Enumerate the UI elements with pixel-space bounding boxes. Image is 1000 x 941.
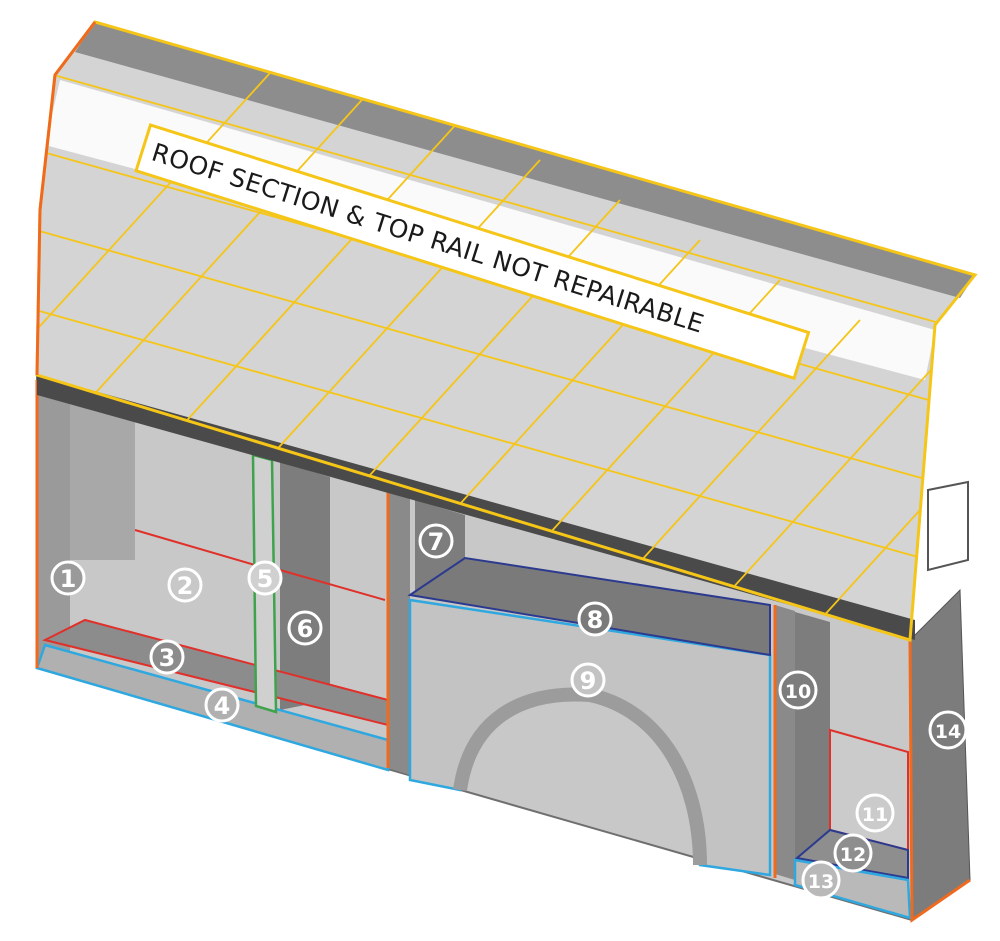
part-label-14: 14 <box>935 721 961 743</box>
part-label-6: 6 <box>297 615 314 643</box>
part-label-3: 3 <box>159 644 176 672</box>
part-marker-9: 9 <box>570 662 606 698</box>
pillar-left <box>37 380 70 668</box>
part-label-8: 8 <box>587 606 604 634</box>
part-marker-4: 4 <box>204 687 240 723</box>
part-label-7: 7 <box>428 528 445 556</box>
rear-window <box>927 480 969 572</box>
orange-outline-rear <box>908 639 971 923</box>
roof-orange-edge <box>35 21 97 376</box>
part-marker-5: 5 <box>247 560 283 596</box>
part-label-2: 2 <box>177 572 194 600</box>
part-marker-12: 12 <box>833 833 873 873</box>
part-label-1: 1 <box>60 565 77 593</box>
part-marker-13: 13 <box>801 860 841 900</box>
part-label-9: 9 <box>580 667 597 695</box>
channel-6 <box>280 462 330 710</box>
rear-corner-panel <box>909 588 971 921</box>
pillar-right <box>775 605 795 880</box>
part-label-13: 13 <box>808 871 834 893</box>
part-marker-2: 2 <box>167 567 203 603</box>
part-label-10: 10 <box>785 681 811 703</box>
pillar-center <box>388 492 410 775</box>
part-label-12: 12 <box>840 844 866 866</box>
roof-top-band <box>75 22 975 298</box>
part-label-4: 4 <box>214 692 231 720</box>
part-label-11: 11 <box>862 804 888 826</box>
part-marker-6: 6 <box>287 610 323 646</box>
channel-1 <box>70 400 135 560</box>
part-label-5: 5 <box>257 565 274 593</box>
part-marker-3: 3 <box>149 639 185 675</box>
part-marker-10: 10 <box>778 670 818 710</box>
part-marker-14: 14 <box>928 710 968 750</box>
part-marker-7: 7 <box>418 523 454 559</box>
part-marker-8: 8 <box>577 601 613 637</box>
part-marker-11: 11 <box>855 793 895 833</box>
part-marker-1: 1 <box>50 560 86 596</box>
